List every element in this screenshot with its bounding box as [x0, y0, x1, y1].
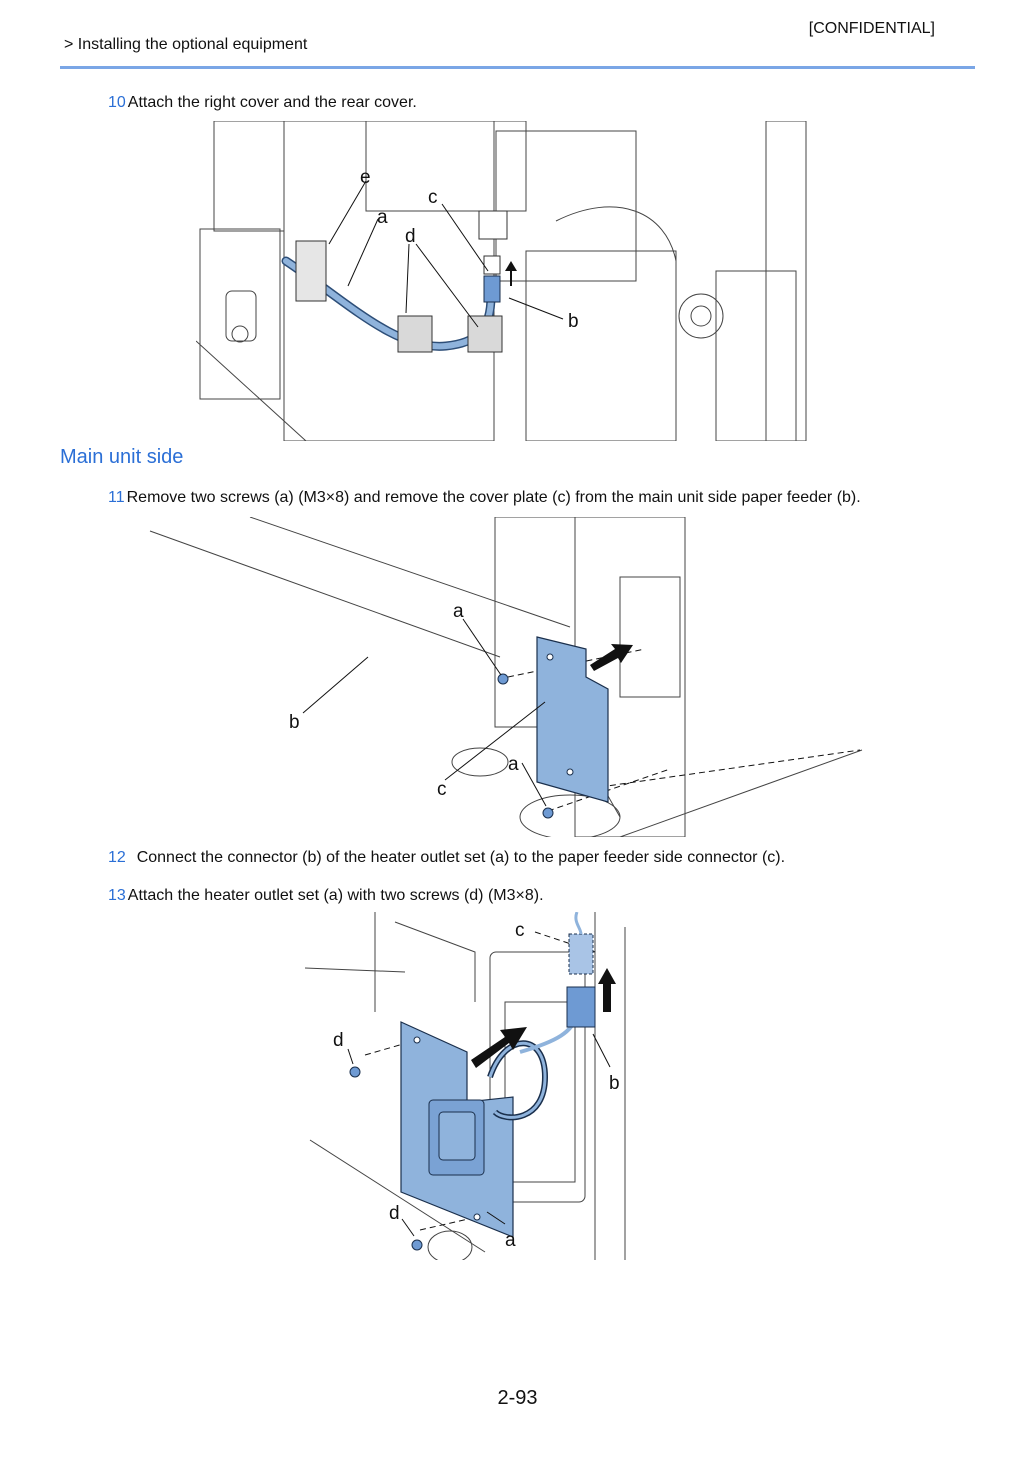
figure-2-illustration: a b a c — [149, 517, 863, 837]
figure-cover-plate-removal: a b a c — [100, 517, 865, 837]
label-d-bottom: d — [389, 1203, 400, 1224]
label-c: c — [515, 920, 525, 941]
label-d: d — [405, 226, 416, 247]
label-b: b — [289, 712, 300, 733]
label-b: b — [609, 1073, 620, 1094]
breadcrumb: > Installing the optional equipment — [64, 36, 308, 53]
figure-3-illustration: c d b d a — [305, 912, 626, 1260]
step-number: 11 — [108, 489, 125, 506]
page-number: 2-93 — [497, 1387, 538, 1409]
step-number: 12 — [108, 849, 126, 866]
label-d-top: d — [333, 1030, 344, 1051]
confidential-label: [CONFIDENTIAL] — [808, 20, 935, 37]
label-b: b — [568, 311, 579, 332]
label-a: a — [377, 207, 388, 228]
step-number: 10 — [108, 94, 126, 111]
label-e: e — [360, 167, 371, 188]
header-divider — [60, 66, 975, 69]
label-c: c — [437, 779, 447, 800]
figure-heater-outlet-attach: c d b d a — [305, 912, 635, 1260]
figure-right-rear-cover: e a c d b — [196, 121, 820, 441]
label-a: a — [505, 1230, 516, 1251]
section-title: Main unit side — [60, 446, 184, 468]
step-text: Connect the connector (b) of the heater … — [136, 849, 786, 866]
figure-1-illustration: e a c d b — [196, 121, 807, 441]
step-text: Remove two screws (a) (M3×8) and remove … — [126, 489, 861, 506]
label-a-top: a — [453, 601, 464, 622]
step-12: 12 Connect the connector (b) of the heat… — [108, 849, 785, 867]
step-text: Attach the right cover and the rear cove… — [127, 94, 417, 111]
label-a-bottom: a — [508, 754, 519, 775]
step-text: Attach the heater outlet set (a) with tw… — [127, 887, 544, 904]
label-c: c — [428, 187, 438, 208]
step-number: 13 — [108, 887, 126, 904]
